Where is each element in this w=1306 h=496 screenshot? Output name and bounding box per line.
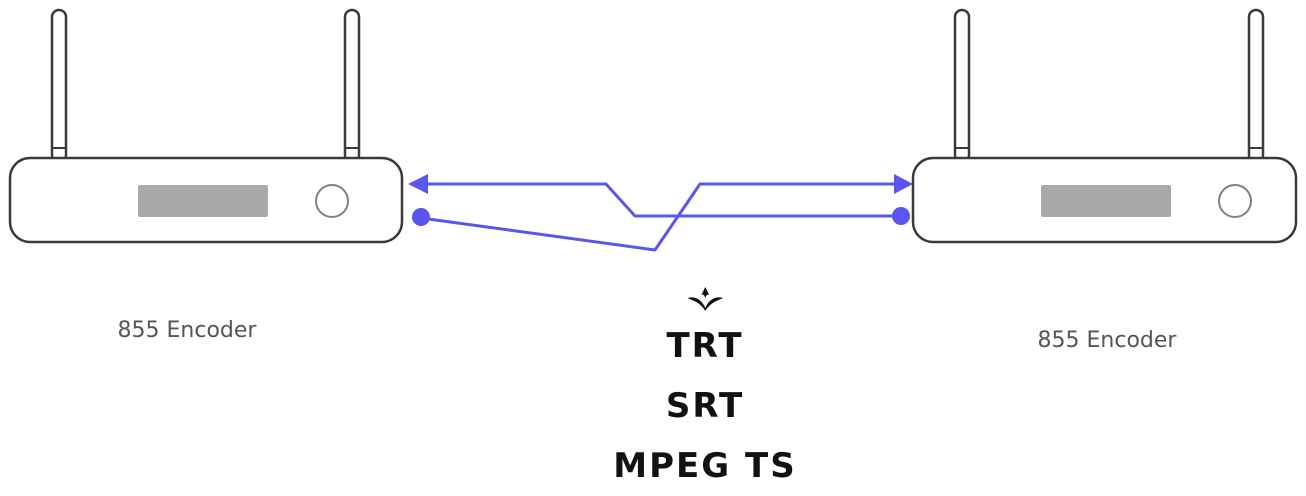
device-label-left: 855 Encoder (117, 318, 257, 343)
device-label-right: 855 Encoder (1037, 328, 1177, 353)
encoder-display (1041, 185, 1171, 217)
encoder-display (138, 185, 268, 217)
arrow-left-icon (408, 174, 428, 194)
haivision-logo-icon (687, 287, 723, 311)
encoder-device-left (8, 8, 404, 244)
protocol-trt: TRT (666, 326, 744, 366)
power-button-icon (315, 184, 349, 218)
protocol-mpeg-ts: MPEG TS (613, 446, 797, 486)
antenna-right-1 (953, 8, 971, 164)
link-endpoint-left (412, 208, 430, 226)
antenna-right-2 (1247, 8, 1265, 164)
power-button-icon (1218, 184, 1252, 218)
link-to-right (419, 182, 898, 252)
connection-links (419, 182, 900, 252)
arrow-right-icon (894, 174, 913, 194)
link-endpoint-right (892, 207, 910, 225)
encoder-device-right (911, 8, 1298, 244)
antenna-left-1 (50, 8, 68, 164)
link-to-left (426, 182, 900, 218)
protocol-list: TRT SRT MPEG TS (613, 286, 796, 496)
network-diagram (8, 8, 1298, 252)
antenna-left-2 (343, 8, 361, 164)
protocol-srt: SRT (665, 386, 745, 426)
